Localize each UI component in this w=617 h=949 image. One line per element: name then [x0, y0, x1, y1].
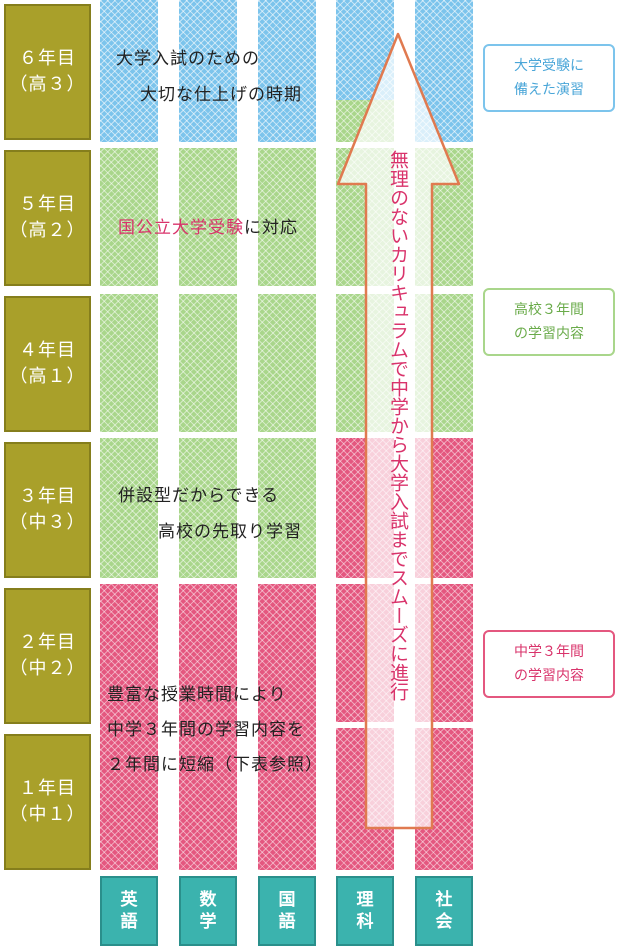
grid-cell [258, 438, 316, 578]
grid-cell [179, 0, 237, 142]
note-text: 高校３年間 [514, 302, 584, 318]
arrow-caption: 無理のないカリキュラムで中学から大学入試までスムーズに進行 [387, 150, 409, 701]
year-label-grade: （高２） [9, 220, 86, 241]
y3-caption-line1: 併設型だからできる [118, 486, 280, 506]
grid-cell [179, 438, 237, 578]
year-label-3: ３年目 （中３） [4, 442, 91, 578]
y12-caption-line1: 豊富な授業時間により [107, 685, 287, 705]
subject-tab-social: 社 会 [415, 876, 473, 946]
grid-cell [179, 148, 237, 286]
year-label-5: ５年目 （高２） [4, 150, 91, 286]
grid-cell [100, 294, 158, 432]
y3-caption-line2: 高校の先取り学習 [158, 522, 302, 542]
note-high-school: 高校３年間 の学習内容 [483, 288, 615, 356]
note-text: 大学受験に [514, 58, 584, 74]
grid-cell [179, 294, 237, 432]
year-label-text: ３年目 [19, 486, 76, 507]
grid-cell [258, 0, 316, 142]
subject-char: 数 [199, 890, 217, 910]
year-label-grade: （高３） [9, 74, 86, 95]
grid-cell [100, 148, 158, 286]
subject-char: 社 [435, 890, 453, 910]
subject-tab-math: 数 学 [179, 876, 237, 946]
grid-cell [258, 584, 316, 870]
y12-caption-line2: 中学３年間の学習内容を [107, 720, 305, 740]
subject-char: 会 [435, 912, 453, 932]
y6-caption-line1: 大学入試のための [116, 49, 260, 69]
note-text: 中学３年間 [514, 644, 584, 660]
year-label-grade: （中３） [9, 512, 86, 533]
subject-char: 英 [120, 890, 138, 910]
y6-caption-line2: 大切な仕上げの時期 [140, 85, 302, 105]
grid-cell [258, 294, 316, 432]
subject-char: 国 [278, 890, 296, 910]
y12-caption-line3: ２年間に短縮（下表参照） [107, 755, 323, 775]
grid-cell [100, 438, 158, 578]
subject-tab-japanese: 国 語 [258, 876, 316, 946]
year-label-text: ４年目 [19, 340, 76, 361]
year-label-grade: （中１） [9, 804, 86, 825]
subject-tab-science: 理 科 [336, 876, 394, 946]
year-label-text: ２年目 [19, 632, 76, 653]
grid-cell [179, 584, 237, 870]
note-university-prep: 大学受験に 備えた演習 [483, 44, 615, 112]
note-text: 備えた演習 [514, 82, 584, 98]
year-label-text: ５年目 [19, 194, 76, 215]
note-text: の学習内容 [514, 668, 584, 684]
y5-caption-rest: に対応 [244, 218, 298, 238]
grid-cell [258, 148, 316, 286]
subject-tab-english: 英 語 [100, 876, 158, 946]
note-text: の学習内容 [514, 326, 584, 342]
y5-caption: 国公立大学受験に対応 [118, 213, 298, 238]
note-junior-high: 中学３年間 の学習内容 [483, 630, 615, 698]
year-label-text: ６年目 [19, 48, 76, 69]
subject-char: 理 [356, 890, 374, 910]
year-label-1: １年目 （中１） [4, 734, 91, 870]
grid-cell [100, 0, 158, 142]
year-label-6: ６年目 （高３） [4, 4, 91, 140]
subject-char: 科 [356, 912, 374, 932]
year-label-grade: （中２） [9, 658, 86, 679]
subject-char: 語 [120, 912, 138, 932]
year-label-grade: （高１） [9, 366, 86, 387]
subject-char: 語 [278, 912, 296, 932]
year-label-text: １年目 [19, 778, 76, 799]
subject-char: 学 [199, 912, 217, 932]
y5-caption-highlight: 国公立大学受験 [118, 218, 244, 238]
grid-cell [100, 584, 158, 870]
year-label-4: ４年目 （高１） [4, 296, 91, 432]
year-label-2: ２年目 （中２） [4, 588, 91, 724]
